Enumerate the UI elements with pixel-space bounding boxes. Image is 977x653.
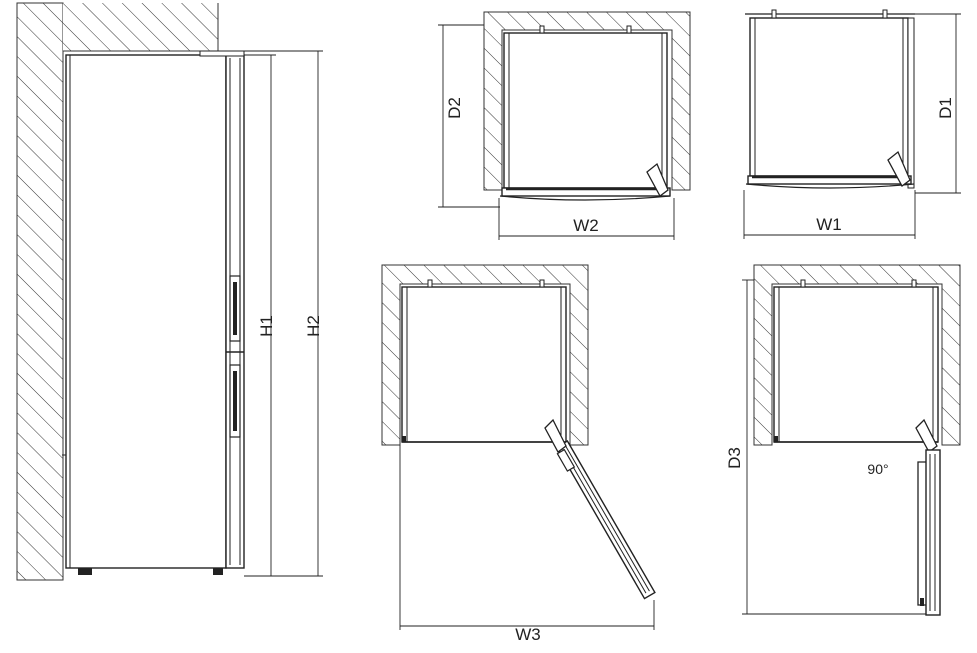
niche-hatch-w3 — [381, 264, 589, 446]
dim-label-w3: W3 — [515, 625, 541, 644]
side-view: H1 H2 — [16, 2, 323, 581]
fridge-body-side — [65, 54, 227, 569]
angle-label: 90° — [867, 461, 888, 477]
niche-hatch-d3 — [753, 264, 961, 446]
side-wall-hatch — [16, 2, 64, 581]
top-view-door-open-w3: W3 — [381, 264, 656, 644]
top-view-niche-d2-w2: D2 W2 — [438, 11, 691, 240]
dim-label-w2: W2 — [573, 216, 599, 235]
niche-hatch-w2 — [483, 11, 691, 191]
dim-label-d2: D2 — [445, 97, 464, 119]
top-view-door-open-d3: 90° D3 — [725, 264, 961, 616]
side-wall-top-hatch — [63, 3, 218, 51]
dim-label-d3: D3 — [725, 447, 744, 469]
dim-label-d1: D1 — [936, 97, 955, 119]
dim-label-w1: W1 — [816, 215, 842, 234]
dim-label-h1: H1 — [257, 315, 276, 337]
dim-label-h2: H2 — [304, 315, 323, 337]
top-view-freestanding-d1-w1: D1 W1 — [743, 9, 961, 239]
